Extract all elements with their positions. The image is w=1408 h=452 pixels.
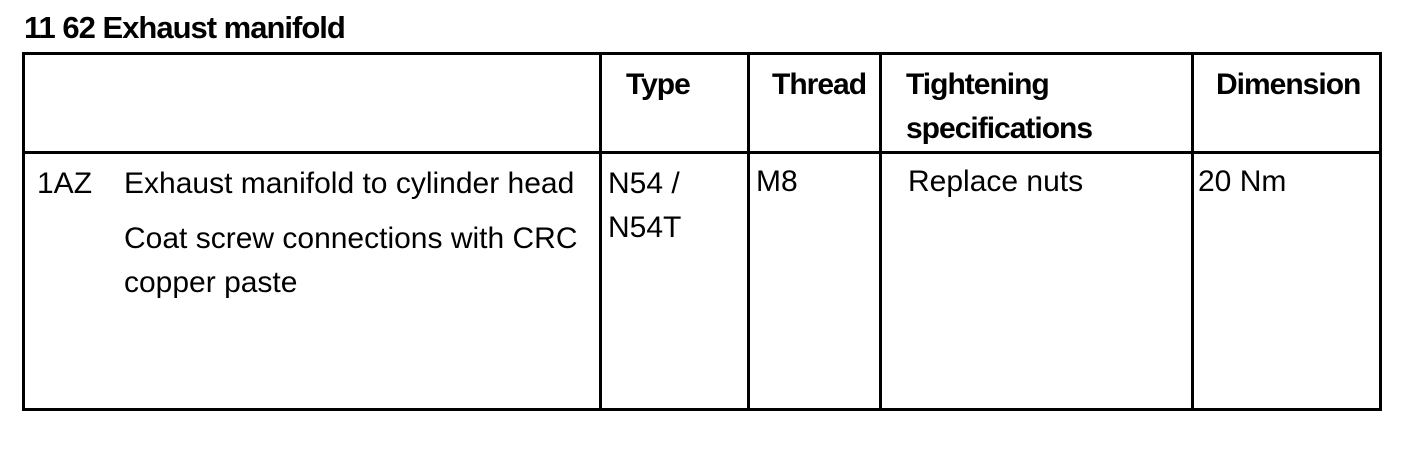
tightening-cell: Replace nuts xyxy=(879,151,1194,411)
reference-code: 1AZ xyxy=(37,167,93,200)
table-header-row: Type Thread Tightening specifications Di… xyxy=(22,52,1382,154)
type-cell: N54 / N54T xyxy=(599,151,750,411)
description-note: Coat screw connections with CRC copper p… xyxy=(124,222,578,299)
section-title: 11 62 Exhaust manifold xyxy=(24,10,346,45)
header-dimension: Dimension xyxy=(1191,52,1382,154)
thread-cell: M8 xyxy=(747,151,882,411)
header-description xyxy=(22,52,602,154)
header-type: Type xyxy=(599,52,750,154)
header-tightening-specifications: Tightening specifications xyxy=(879,52,1194,154)
description-text: Exhaust manifold to cylinder head xyxy=(124,167,575,200)
tightening-spec-table: Type Thread Tightening specifications Di… xyxy=(22,52,1382,411)
header-thread: Thread xyxy=(747,52,882,154)
table-row: 1AZ Exhaust manifold to cylinder head Co… xyxy=(22,151,1382,411)
description-cell: 1AZ Exhaust manifold to cylinder head Co… xyxy=(22,151,602,411)
dimension-cell: 20 Nm xyxy=(1191,151,1382,411)
